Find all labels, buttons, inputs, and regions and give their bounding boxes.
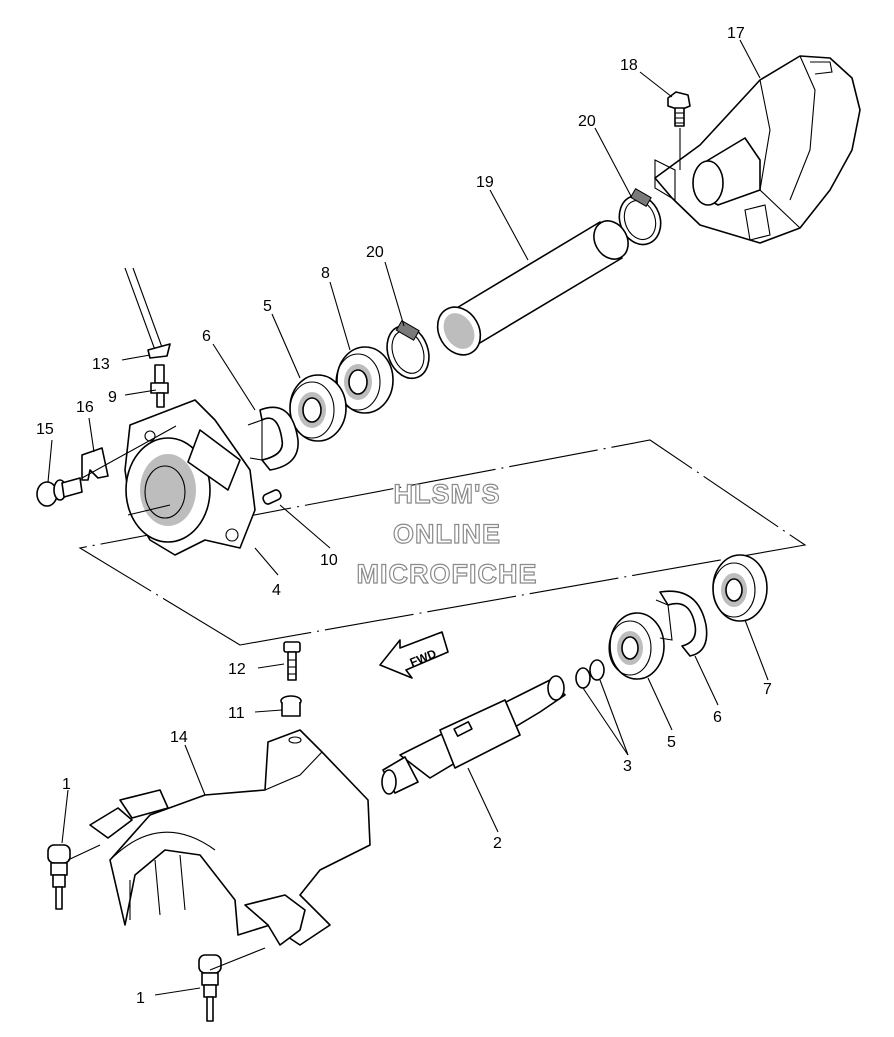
callout-20-upper: 20 <box>578 113 596 130</box>
part-tube <box>124 267 164 351</box>
callout-11: 11 <box>228 705 245 722</box>
callout-20-lower: 20 <box>366 244 384 261</box>
callout-15: 15 <box>36 421 54 438</box>
part-bearing-5-lower[interactable] <box>608 612 665 680</box>
callout-3: 3 <box>623 758 632 775</box>
part-drive-shaft[interactable] <box>381 675 566 795</box>
watermark: HLSM'S ONLINE MICROFICHE <box>356 478 538 589</box>
callout-17: 17 <box>727 25 745 42</box>
callout-4: 4 <box>272 582 281 599</box>
callout-6-lower: 6 <box>713 709 722 726</box>
watermark-line-1: HLSM'S <box>394 479 501 509</box>
callout-13: 13 <box>92 356 110 373</box>
callout-5-lower: 5 <box>667 734 676 751</box>
callout-18: 18 <box>620 57 638 74</box>
callout-16: 16 <box>76 399 94 416</box>
part-housing[interactable] <box>124 399 256 556</box>
part-bolt-12[interactable] <box>283 641 301 681</box>
part-hose-clamp-lower[interactable] <box>380 319 436 384</box>
part-hose[interactable] <box>429 215 635 363</box>
callout-6-upper: 6 <box>202 328 211 345</box>
callout-19: 19 <box>476 174 494 191</box>
part-bolt-18[interactable] <box>667 91 691 170</box>
part-collar[interactable] <box>280 695 302 717</box>
callout-10: 10 <box>320 552 338 569</box>
part-circlip-6-lower[interactable] <box>655 590 708 657</box>
callout-9: 9 <box>108 389 117 406</box>
callout-14: 14 <box>170 729 188 746</box>
part-o-rings[interactable] <box>575 659 605 689</box>
part-circlip-6-upper[interactable] <box>247 406 299 471</box>
part-pin[interactable] <box>262 489 283 506</box>
callout-5-upper: 5 <box>263 298 272 315</box>
assembly-boundary <box>78 439 807 646</box>
part-intake-cover[interactable] <box>654 55 861 244</box>
callout-1-upper: 1 <box>62 776 71 793</box>
part-bearing-7[interactable] <box>712 554 768 622</box>
part-drive-housing[interactable] <box>89 729 371 946</box>
part-bearing-5-upper[interactable] <box>289 374 347 442</box>
callout-2: 2 <box>493 835 502 852</box>
part-plate[interactable] <box>81 447 109 481</box>
forward-arrow: FWD <box>379 631 449 679</box>
part-nipple[interactable] <box>150 364 169 408</box>
part-mount-bolt-upper[interactable] <box>47 844 71 910</box>
callout-8: 8 <box>321 265 330 282</box>
part-bearing-8[interactable] <box>335 346 394 414</box>
leader-lines <box>47 39 769 996</box>
part-hose-clip[interactable] <box>147 343 171 359</box>
watermark-line-3: MICROFICHE <box>357 559 538 589</box>
callout-7: 7 <box>763 681 772 698</box>
watermark-line-2: ONLINE <box>393 519 501 549</box>
callout-12: 12 <box>228 661 246 678</box>
callout-1-lower: 1 <box>136 990 145 1007</box>
part-bolt-15[interactable] <box>36 477 83 507</box>
callout-labels: 17 18 20 19 20 8 5 6 13 9 16 15 10 4 12 … <box>36 25 772 1007</box>
part-mount-bolt-lower[interactable] <box>198 954 222 1022</box>
